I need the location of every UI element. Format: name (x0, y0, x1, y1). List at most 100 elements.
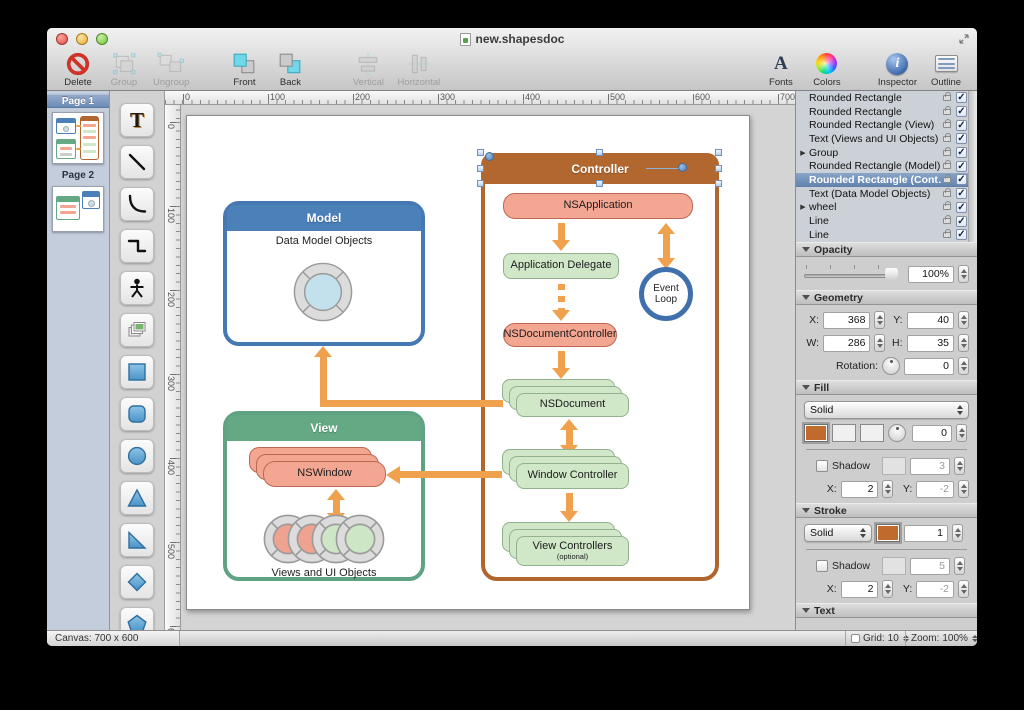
slider-knob[interactable] (885, 268, 898, 283)
stroke-shadow-swatch[interactable] (881, 557, 906, 575)
page-1-thumbnail[interactable] (52, 112, 104, 164)
opacity-slider[interactable] (804, 265, 898, 283)
lock-icon[interactable] (943, 228, 951, 238)
tool-pentagon[interactable] (120, 607, 154, 630)
fill-angle-stepper[interactable] (956, 424, 967, 442)
layer-row[interactable]: Line (796, 214, 969, 228)
controller-box[interactable] (481, 153, 719, 581)
stroke-shadow-x-field[interactable]: 2 (840, 580, 879, 598)
tool-pictures[interactable] (120, 313, 154, 347)
lock-icon[interactable] (943, 146, 951, 156)
fill-type-dropdown[interactable]: Solid (804, 401, 969, 419)
stroke-type-dropdown[interactable]: Solid (804, 524, 872, 542)
fill-color-swatch-2[interactable] (832, 424, 856, 442)
geometry-h-field[interactable]: 35 (906, 334, 954, 352)
canvas-page[interactable]: Model Data Model Objects View NSWin (186, 115, 750, 610)
stroke-shadow-checkbox[interactable] (816, 560, 828, 572)
visibility-checkbox[interactable] (956, 215, 967, 227)
layer-row[interactable]: Rounded Rectangle (Cont… (796, 173, 969, 187)
arrow-nsdocument-head[interactable] (552, 368, 570, 379)
stroke-shadow-blur-stepper[interactable] (953, 557, 965, 575)
tool-text[interactable]: T (120, 103, 154, 137)
fill-color-swatch[interactable] (804, 424, 828, 442)
opacity-section-header[interactable]: Opacity (796, 242, 977, 257)
arrow-viewctrl-shaft[interactable] (565, 493, 573, 513)
dashed-arrow-shaft[interactable] (557, 284, 565, 310)
visibility-checkbox[interactable] (956, 174, 967, 186)
arrow-nswindow-views-up[interactable] (327, 489, 345, 500)
stroke-shadow-x-stepper[interactable] (882, 580, 894, 598)
model-caption[interactable]: Data Model Objects (275, 235, 373, 247)
fill-shadow-blur-stepper[interactable] (953, 457, 965, 475)
nsdocument-node[interactable]: NSDocument (516, 393, 629, 417)
fill-shadow-swatch[interactable] (881, 457, 906, 475)
connector-wc-nswindow-shaft[interactable] (400, 471, 502, 478)
rotation-stepper[interactable] (958, 357, 969, 375)
selection-handle[interactable] (715, 165, 722, 172)
nsapplication-node[interactable]: NSApplication (503, 193, 693, 219)
lock-icon[interactable] (943, 187, 951, 197)
visibility-checkbox[interactable] (956, 119, 967, 131)
rotation-field[interactable]: 0 (904, 357, 954, 375)
geometry-h-stepper[interactable] (958, 334, 969, 352)
zoom-button[interactable] (96, 33, 108, 45)
link-endpoint-dot[interactable] (678, 163, 687, 172)
inspector-button[interactable]: i Inspector (878, 51, 917, 88)
visibility-checkbox[interactable] (956, 133, 967, 145)
stroke-shadow-blur-field[interactable]: 5 (909, 557, 950, 575)
selection-handle[interactable] (596, 180, 603, 187)
dashed-arrow-head[interactable] (552, 310, 570, 321)
layer-row[interactable]: Text (Data Model Objects) (796, 187, 969, 201)
page-1-tab[interactable]: Page 1 (47, 94, 109, 108)
selection-handle[interactable] (477, 149, 484, 156)
align-vertical-button[interactable]: Vertical (351, 51, 385, 88)
connector-doc-model-vertical[interactable] (319, 357, 327, 407)
fill-color-swatch-3[interactable] (860, 424, 884, 442)
rotation-knob[interactable] (882, 357, 900, 375)
front-button[interactable]: Front (227, 51, 261, 88)
arrow-viewctrl-head[interactable] (560, 511, 578, 522)
fill-shadow-x-field[interactable]: 2 (840, 480, 879, 498)
view-header[interactable]: View (227, 415, 421, 441)
layer-row[interactable]: Rounded Rectangle (796, 91, 969, 105)
visibility-checkbox[interactable] (956, 201, 967, 213)
align-horizontal-button[interactable]: Horizontal (397, 51, 440, 88)
view-controllers-node[interactable]: View Controllers (optional) (516, 536, 629, 566)
fonts-button[interactable]: A Fonts (769, 52, 793, 89)
arrow-event-loop-up[interactable] (657, 223, 675, 234)
fill-shadow-checkbox[interactable] (816, 460, 828, 472)
layer-row[interactable]: Rounded Rectangle (View) (796, 118, 969, 132)
tool-diamond[interactable] (120, 565, 154, 599)
lock-icon[interactable] (943, 91, 951, 101)
tool-square[interactable] (120, 355, 154, 389)
selection-handle[interactable] (477, 180, 484, 187)
geometry-y-stepper[interactable] (958, 311, 969, 329)
fullscreen-icon[interactable] (958, 33, 970, 48)
stroke-shadow-y-field[interactable]: -2 (916, 580, 954, 598)
arrow-doc-wc-up[interactable] (560, 419, 578, 430)
layer-row[interactable]: Line (796, 228, 969, 242)
tool-stick-figure[interactable] (120, 271, 154, 305)
tool-triangle[interactable] (120, 481, 154, 515)
geometry-y-field[interactable]: 40 (906, 311, 954, 329)
layer-row[interactable]: ▶ Group (796, 146, 969, 160)
geometry-w-stepper[interactable] (874, 334, 886, 352)
selection-dot[interactable] (485, 152, 494, 161)
tool-rounded-square[interactable] (120, 397, 154, 431)
visibility-checkbox[interactable] (956, 160, 967, 172)
model-header[interactable]: Model (227, 205, 421, 231)
arrow-nswindow-views-shaft[interactable] (332, 499, 340, 515)
geometry-x-stepper[interactable] (874, 311, 886, 329)
stroke-width-stepper[interactable] (952, 524, 963, 542)
delete-button[interactable]: Delete (61, 51, 95, 88)
back-button[interactable]: Back (273, 51, 307, 88)
zoom-stepper[interactable] (971, 635, 977, 642)
connector-wc-nswindow-head[interactable] (386, 465, 400, 484)
opacity-stepper[interactable] (958, 265, 969, 283)
disclosure-icon[interactable]: ▶ (800, 204, 806, 212)
disclosure-icon[interactable]: ▶ (800, 149, 806, 157)
minimize-button[interactable] (76, 33, 88, 45)
controller-header[interactable]: Controller (481, 153, 719, 184)
opacity-value-field[interactable]: 100% (908, 265, 954, 283)
canvas-area[interactable]: Model Data Model Objects View NSWin (181, 105, 795, 630)
